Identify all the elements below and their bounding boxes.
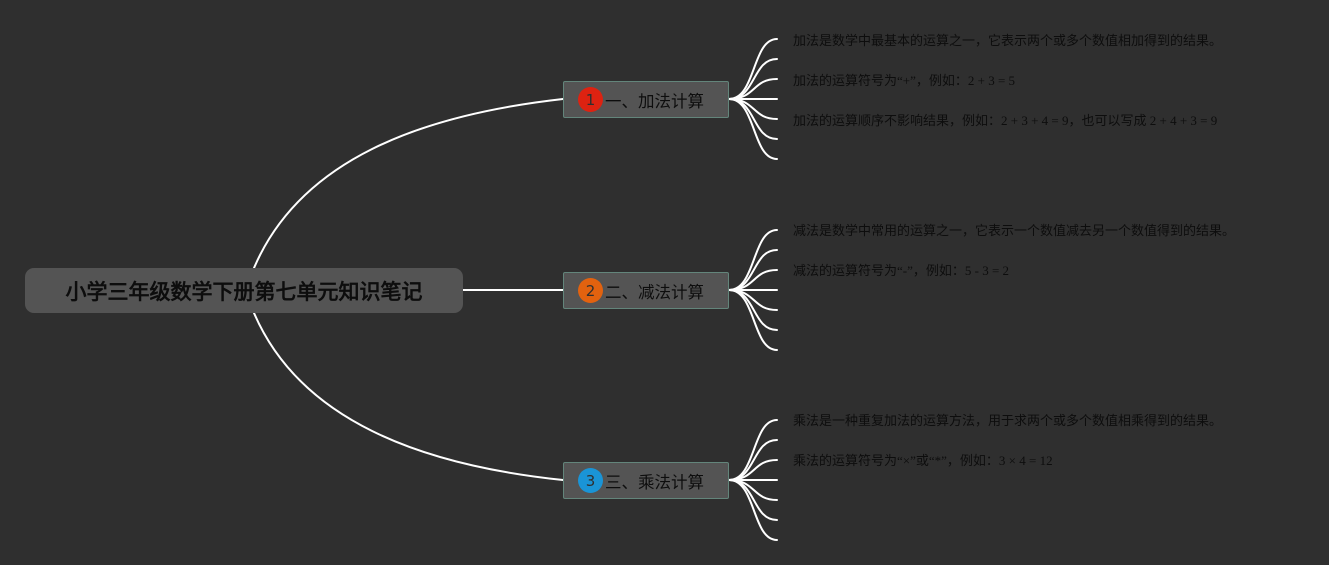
detail-multiplication-symbol[interactable]: 乘法的运算符号为“×”或“*”，例如：3 × 4 = 12 — [793, 453, 1053, 468]
fan-line — [728, 98, 778, 160]
detail-addition-order[interactable]: 加法的运算顺序不影响结果，例如：2 + 3 + 4 = 9，也可以写成 2 + … — [793, 113, 1218, 128]
detail-subtraction-definition[interactable]: 减法是数学中常用的运算之一，它表示一个数值减去另一个数值得到的结果。 — [793, 223, 1236, 238]
priority-2-icon: 2 — [578, 278, 603, 303]
connector-branch-3 — [253, 312, 564, 481]
fan-line — [728, 289, 778, 351]
branch-topic-multiplication[interactable]: 3 三、乘法计算 — [563, 462, 729, 499]
branch-topic-subtraction[interactable]: 2 二、减法计算 — [563, 272, 729, 309]
connector-branch-1 — [253, 98, 564, 269]
detail-addition-symbol[interactable]: 加法的运算符号为“+”，例如：2 + 3 = 5 — [793, 73, 1016, 88]
fan-line — [728, 479, 778, 541]
branch-title: 一、加法计算 — [605, 91, 704, 111]
branch-topic-addition[interactable]: 1 一、加法计算 — [563, 81, 729, 118]
detail-addition-definition[interactable]: 加法是数学中最基本的运算之一，它表示两个或多个数值相加得到的结果。 — [793, 33, 1223, 48]
priority-3-icon: 3 — [578, 468, 603, 493]
detail-subtraction-symbol[interactable]: 减法的运算符号为“-”，例如：5 - 3 = 2 — [793, 263, 1010, 278]
branch-title: 三、乘法计算 — [605, 472, 704, 492]
priority-1-icon: 1 — [578, 87, 603, 112]
central-topic[interactable]: 小学三年级数学下册第七单元知识笔记 — [25, 268, 463, 313]
detail-multiplication-definition[interactable]: 乘法是一种重复加法的运算方法，用于求两个或多个数值相乘得到的结果。 — [793, 413, 1223, 428]
branch-title: 二、减法计算 — [605, 282, 704, 302]
